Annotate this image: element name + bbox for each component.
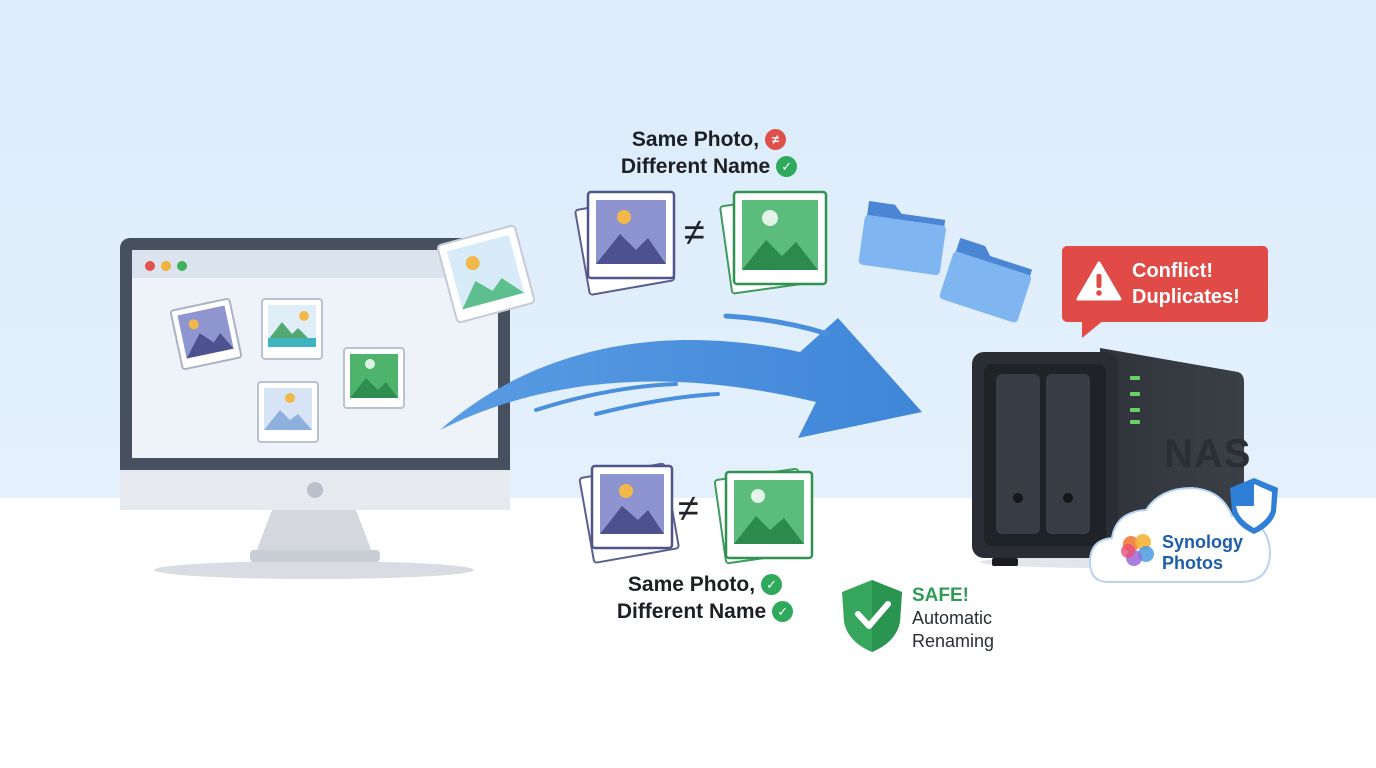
check-badge-icon: ✓	[761, 574, 783, 595]
alert-tail	[1082, 320, 1104, 338]
safe-title: SAFE!	[912, 585, 969, 606]
warning-icon	[1076, 261, 1122, 301]
top-label-line2: Different Name	[620, 155, 771, 178]
not-equal-badge-icon: ≠	[765, 129, 787, 150]
window-maximize-dot	[177, 261, 187, 271]
bottom-label-line2: Different Name	[616, 600, 767, 623]
shield-check-icon	[842, 580, 902, 652]
synology-photos-label: Synology Photos	[1162, 532, 1243, 574]
flying-photo	[436, 224, 536, 324]
transfer-arrow	[440, 313, 922, 438]
synology-line2: Photos	[1162, 553, 1223, 573]
top-label-line1: Same Photo,	[631, 128, 760, 151]
safe-line2: Renaming	[912, 631, 995, 651]
folder-icon-1	[858, 201, 946, 276]
top-not-equal: ≠	[684, 212, 705, 254]
window-minimize-dot	[161, 261, 171, 271]
nas-label: NAS	[1164, 432, 1252, 476]
bottom-photo-green	[713, 467, 814, 565]
top-photo-green	[719, 190, 828, 295]
screen-photo-1	[169, 297, 243, 371]
nas-device	[972, 348, 1244, 568]
bottom-not-equal: ≠	[678, 488, 699, 530]
window-close-dot	[145, 261, 155, 271]
top-photo-purple	[574, 190, 676, 296]
conflict-alert: Conflict! Duplicates!	[1062, 246, 1268, 322]
screen-photo-2	[261, 298, 323, 360]
top-label: Same Photo, ≠ Different Name ✓	[594, 126, 824, 180]
check-badge-icon: ✓	[776, 156, 798, 177]
screen-photo-3	[343, 347, 405, 409]
alert-line1: Conflict!	[1132, 260, 1214, 282]
synology-line1: Synology	[1162, 532, 1244, 552]
safe-label: SAFE! Automatic Renaming	[912, 585, 994, 653]
screen-photo-4	[257, 381, 319, 443]
safe-line1: Automatic	[912, 608, 993, 628]
synology-photos-logo	[1121, 534, 1154, 566]
bottom-label-line1: Same Photo,	[627, 573, 756, 596]
alert-line2: Duplicates!	[1132, 286, 1240, 308]
check-badge-icon: ✓	[772, 601, 794, 622]
bottom-photo-purple	[578, 462, 680, 564]
blue-shield-icon	[1230, 478, 1278, 534]
bottom-label: Same Photo, ✓ Different Name ✓	[590, 571, 820, 625]
folder-icon-2	[939, 237, 1033, 323]
